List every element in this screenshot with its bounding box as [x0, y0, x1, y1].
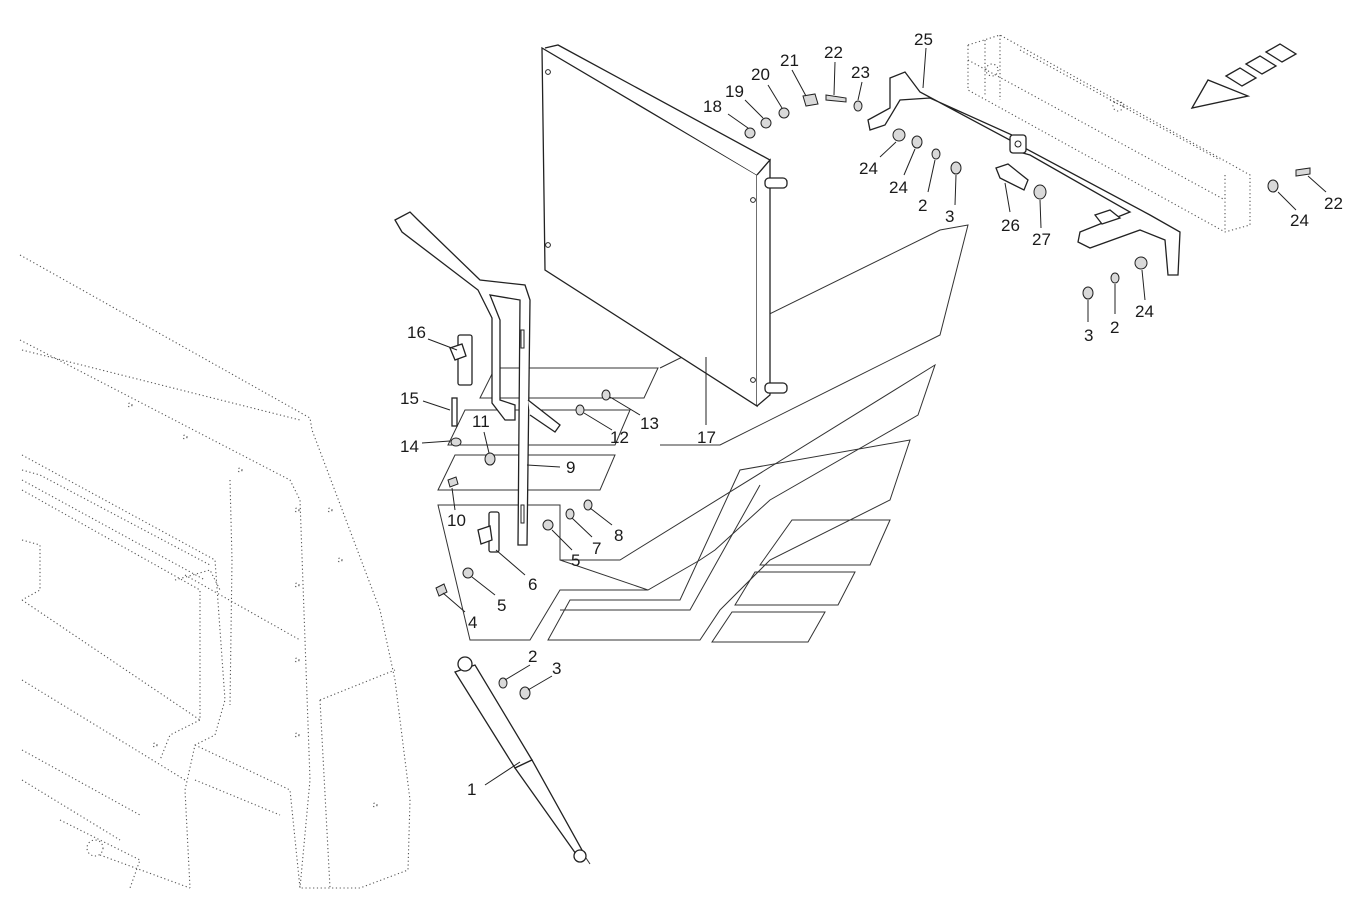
callout-24: 24	[1135, 302, 1154, 321]
callout-5: 5	[571, 551, 580, 570]
callout-24: 24	[859, 159, 878, 178]
shield-panel-outlines	[437, 224, 969, 643]
callout-24: 24	[889, 178, 908, 197]
callout-10: 10	[447, 511, 466, 530]
support-bracket	[867, 71, 1181, 276]
callout-21: 21	[780, 51, 799, 70]
callout-15: 15	[400, 389, 419, 408]
callout-27: 27	[1032, 230, 1051, 249]
callout-7: 7	[592, 539, 601, 558]
hardware-items	[435, 93, 1311, 700]
callout-9: 9	[566, 458, 575, 477]
callout-5: 5	[497, 596, 506, 615]
callout-2: 2	[918, 196, 927, 215]
callout-8: 8	[614, 526, 623, 545]
callout-16: 16	[407, 323, 426, 342]
callout-11: 11	[472, 412, 490, 431]
callout-2: 2	[528, 647, 537, 666]
machine-body-outline	[19, 254, 411, 889]
callout-3: 3	[1084, 326, 1093, 345]
callout-4: 4	[468, 613, 477, 632]
callout-18: 18	[703, 97, 722, 116]
gas-strut	[454, 656, 591, 865]
callout-25: 25	[914, 30, 933, 49]
callout-23: 23	[851, 63, 870, 82]
hinge-arm	[394, 211, 561, 546]
callout-14: 14	[400, 437, 419, 456]
callout-22: 22	[1324, 194, 1343, 213]
callout-3: 3	[552, 659, 561, 678]
callout-1: 1	[467, 780, 476, 799]
travel-direction-arrow-icon	[1190, 43, 1298, 109]
callout-2: 2	[1110, 318, 1119, 337]
callout-19: 19	[725, 82, 744, 101]
frame-beam-outline	[967, 34, 1251, 233]
leader-lines	[421, 47, 1327, 786]
callout-6: 6	[528, 575, 537, 594]
callout-labels: 1 2 3 4 5 5 6 7 8 9 10 11 12 13 14 15 16…	[400, 30, 1343, 799]
callout-12: 12	[610, 428, 629, 447]
callout-24: 24	[1290, 211, 1309, 230]
callout-26: 26	[1001, 216, 1020, 235]
callout-13: 13	[640, 414, 659, 433]
callout-22: 22	[824, 43, 843, 62]
callout-20: 20	[751, 65, 770, 84]
callout-17: 17	[697, 428, 716, 447]
cooler-screen-panel	[541, 44, 788, 408]
callout-3: 3	[945, 207, 954, 226]
